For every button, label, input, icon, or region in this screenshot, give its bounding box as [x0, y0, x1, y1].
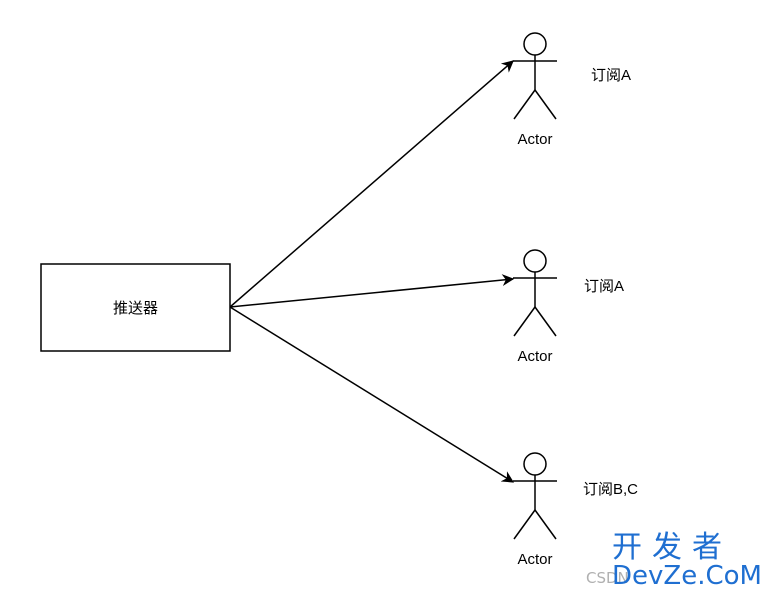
actor-2-subscription: 订阅A	[584, 278, 624, 295]
actor-figure-icon	[513, 452, 557, 540]
actor-1[interactable]: Actor 订阅A	[513, 32, 631, 148]
watermark: CSDN 开发者 DevZe.CoM	[586, 530, 762, 591]
watermark-cn: 开发者	[612, 530, 732, 565]
actor-1-subscription: 订阅A	[591, 67, 631, 84]
arrow-to-actor-1	[229, 60, 514, 308]
pusher-label: 推送器	[113, 300, 158, 317]
watermark-en: DevZe.CoM	[612, 561, 762, 591]
actor-3-subscription: 订阅B,C	[583, 481, 638, 498]
actor-2-name: Actor	[517, 348, 552, 365]
pusher-node[interactable]: 推送器	[40, 263, 231, 352]
arrow-to-actor-2	[229, 274, 515, 308]
actor-figure-icon	[513, 32, 557, 120]
actor-1-name: Actor	[517, 131, 552, 148]
actor-figure-icon	[513, 249, 557, 337]
actor-3[interactable]: Actor 订阅B,C	[513, 452, 638, 568]
watermark-csdn: CSDN	[586, 569, 629, 587]
actor-3-name: Actor	[517, 551, 552, 568]
actor-2[interactable]: Actor 订阅A	[513, 249, 624, 365]
arrow-to-actor-3	[229, 306, 515, 483]
